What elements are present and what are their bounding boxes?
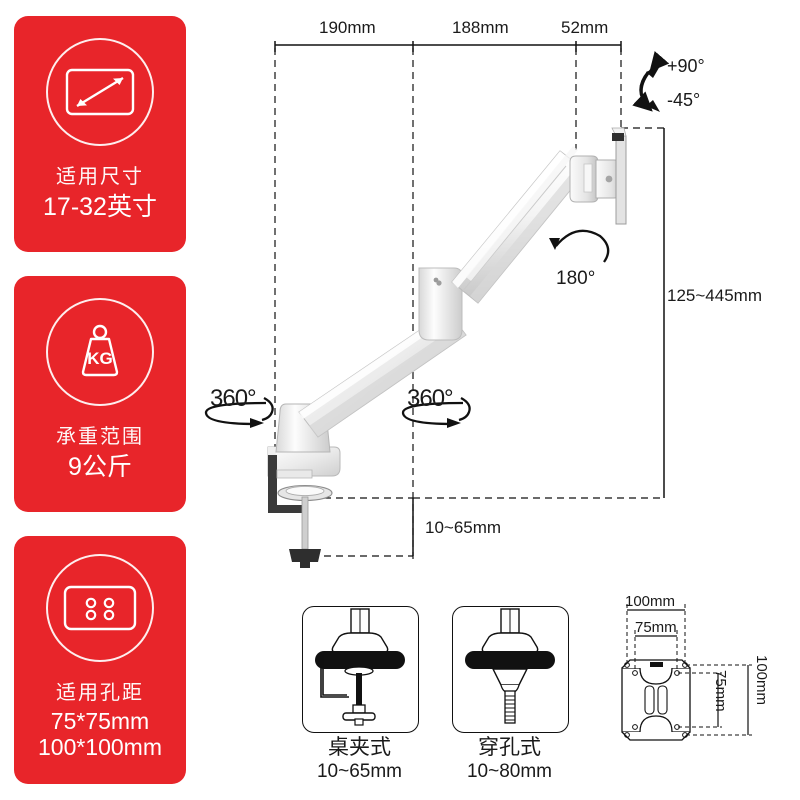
monitor-diagonal-icon <box>46 38 154 146</box>
rotation-360-elbow-arrow <box>401 396 471 428</box>
arm-lower-segment <box>298 310 467 438</box>
feature-card-value: 75*75mm <box>50 708 150 734</box>
rotation-360-base-label: 360° <box>210 385 257 412</box>
mount-option-desk-clamp <box>302 606 419 733</box>
weight-kg-icon: KG <box>46 298 154 406</box>
dimension-52mm: 52mm <box>561 18 609 37</box>
vesa-holes-icon <box>46 554 154 662</box>
arm-elbow-joint <box>418 267 463 341</box>
height-range-label: 125~445mm <box>667 286 762 305</box>
rotation-360-elbow-label: 360° <box>407 385 454 412</box>
desk-clamp-icon <box>315 608 405 726</box>
feature-card-value: 9公斤 <box>68 453 132 481</box>
vesa-plate-drawing <box>621 604 752 741</box>
feature-card-value: 17-32英寸 <box>43 193 157 221</box>
rotation-180-arrow <box>549 229 610 263</box>
tilt-arc-arrows <box>632 51 670 112</box>
grommet-mount-icon <box>465 608 555 724</box>
rotation-360-base-arrow <box>204 396 274 428</box>
feature-card-value-secondary: 100*100mm <box>37 733 163 760</box>
feature-card-load-capacity: KG 承重范围 9公斤 <box>14 276 186 512</box>
mount-option-range: 10~65mm <box>316 760 403 782</box>
feature-card-screen-size: 适用尺寸 17-32英寸 <box>14 16 186 252</box>
dimension-188mm: 188mm <box>452 18 509 37</box>
rotation-180-label: 180° <box>556 268 596 289</box>
mount-option-title: 穿孔式 <box>478 736 541 759</box>
top-dimension-line <box>274 41 622 52</box>
tilt-down-label: -45° <box>667 90 701 110</box>
vesa-head-bracket <box>569 127 627 225</box>
dimension-guides <box>274 48 668 560</box>
mount-option-title: 桌夹式 <box>328 736 391 759</box>
vesa-width-inner-label: 75mm <box>635 619 677 636</box>
mount-option-grommet-label: 穿孔式 10~80mm <box>452 736 567 783</box>
vesa-height-inner-label: 75mm <box>712 670 729 712</box>
tilt-up-label: +90° <box>667 56 705 76</box>
feature-card-caption: 适用孔距 <box>56 682 144 704</box>
clamp-thickness-label: 10~65mm <box>425 518 502 537</box>
vesa-height-outer-label: 100mm <box>753 655 770 706</box>
svg-text:KG: KG <box>87 349 113 368</box>
mount-option-range: 10~80mm <box>466 760 553 782</box>
mount-option-grommet <box>452 606 569 733</box>
feature-card-caption: 适用尺寸 <box>56 166 144 188</box>
feature-card-caption: 承重范围 <box>56 426 144 448</box>
arm-upper-segment <box>436 146 587 304</box>
mount-option-desk-clamp-label: 桌夹式 10~65mm <box>302 736 417 783</box>
feature-card-hole-spacing: 适用孔距 75*75mm 100*100mm <box>14 536 186 784</box>
vesa-width-outer-label: 100mm <box>625 593 676 610</box>
dimension-190mm: 190mm <box>319 18 376 37</box>
desk-clamp-base <box>267 446 341 568</box>
